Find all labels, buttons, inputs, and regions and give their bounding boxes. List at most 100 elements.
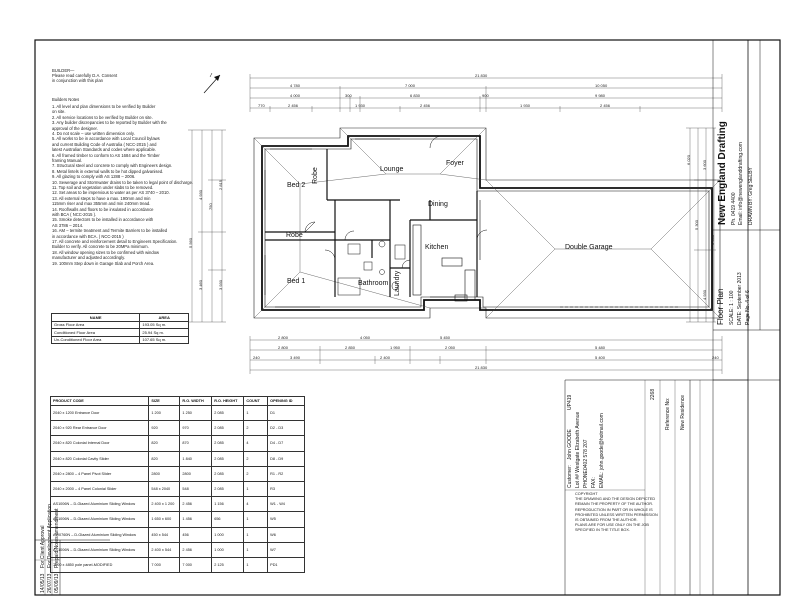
sheet-title: Floor Plan: [716, 288, 725, 325]
dim-top: 1 930: [520, 103, 531, 108]
schedule-cell: 1: [243, 541, 269, 558]
schedule-cell: 548: [179, 480, 213, 498]
dim-top-overall: 21 830: [475, 73, 488, 78]
dim-top: 4 780: [290, 83, 301, 88]
dimension-lines-bottom: [249, 336, 723, 374]
dim-bottom: 240: [712, 355, 719, 360]
builders-note-line: 16. AM – termite treatment and Termite B…: [52, 228, 168, 234]
customer-name: John GOODE: [567, 429, 573, 460]
builders-note-line: AS 3786 – 2014.: [52, 222, 84, 228]
dim-left: 4 930: [198, 189, 203, 200]
dim-left: 3 460: [198, 279, 203, 290]
opening-schedule: PRODUCT CODE SIZE R.O. WIDTH R.O. HEIGHT…: [49, 396, 305, 574]
schedule-cell: D4 - D7: [267, 435, 305, 452]
schedule-cell: 2040 x 820 Colonial Internal Door: [49, 435, 150, 452]
room-label-foyer: Foyer: [446, 160, 464, 167]
area-value: 193.05 Sq m.: [139, 320, 189, 329]
company-name: New England Drafting: [717, 121, 728, 225]
dim-right: 4 930: [702, 289, 707, 300]
customer-phone: 0402 578 207: [583, 439, 589, 470]
builders-note-line: 10. Sewerage and Stormwater drains to be…: [52, 179, 194, 185]
area-value: 25.94 Sq m.: [139, 328, 189, 337]
builders-note-line: 7. Structural steel and concrete to comp…: [52, 163, 173, 169]
schedule-header: COUNT: [243, 396, 269, 406]
schedule-cell: D8 - D9: [267, 450, 305, 467]
dim-bottom: 2 850: [345, 345, 356, 350]
schedule-cell: W6: [267, 526, 305, 543]
schedule-cell: 870: [179, 435, 213, 452]
dim-left: 750: [208, 203, 213, 210]
customer-email: john.goode@hotmail.com: [599, 413, 605, 470]
schedule-cell: D1: [267, 404, 305, 422]
schedule-cell: 2: [243, 420, 269, 437]
copyright-line: IS OBTAINED FROM THE AUTHOR.: [575, 518, 638, 522]
builders-note-line: approval of the designer.: [52, 125, 98, 131]
dim-bottom: 4 050: [360, 335, 371, 340]
room-label-laundry: Laundry: [394, 270, 401, 296]
revision-desc: Prepaid Notes amendment: [54, 508, 60, 568]
copyright-line: PLANS ARE FOR USE ONLY ON THE JOB: [575, 523, 649, 528]
schedule-row: AW0760N – D-Glazed Aluminium Sliding Win…: [49, 526, 305, 543]
schedule-cell: 2 125: [211, 556, 245, 574]
dim-bottom: 5 480: [595, 345, 606, 350]
dim-top: 2 456: [600, 103, 611, 108]
schedule-cell: 1 000: [211, 541, 245, 558]
schedule-cell: 548 x 2040: [148, 480, 181, 498]
sheet-frame: [34, 39, 781, 596]
schedule-cell: PD1: [267, 556, 305, 574]
customer-address: Lot ## Westgate Elizabeth Avenue: [575, 411, 581, 488]
area-value: 107.65 Sq m.: [139, 335, 189, 344]
schedule-cell: 2 400 x 1 200: [148, 496, 181, 513]
dim-top: 9 980: [595, 93, 606, 98]
windows: [261, 135, 481, 311]
copyright-line: REMAIN THE PROPERTY OF THE AUTHOR.: [575, 502, 653, 507]
title-date: DATE: September 2013: [737, 272, 743, 325]
schedule-cell: 2 085: [211, 480, 245, 498]
schedule-cell: 7 000: [179, 556, 213, 574]
dim-bottom-overall: 21 830: [475, 365, 488, 370]
schedule-cell: 1 250: [179, 404, 213, 422]
dim-bottom: 1 950: [390, 345, 401, 350]
dim-bottom: 240: [253, 355, 260, 360]
room-label-double-garage: Double Garage: [565, 244, 613, 251]
schedule-cell: W5: [267, 511, 305, 528]
schedule-cell: 820: [148, 450, 181, 467]
builders-note-line: 15. Smoke detectors to be installed in a…: [52, 217, 154, 223]
schedule-cell: 1 456: [179, 511, 213, 528]
schedule-cell: 1 156: [211, 496, 245, 513]
builders-note-line: 3. Any builder discrepancies to be repor…: [52, 120, 167, 126]
dim-right: 6 020: [686, 154, 691, 165]
revision-desc: For Client Approval: [40, 525, 46, 568]
schedule-cell: 1 840: [179, 450, 213, 467]
schedule-cell: 4: [243, 435, 269, 452]
schedule-cell: 2 085: [211, 465, 245, 482]
schedule-cell: 7000 x 4850 pole panel-MODIFIED: [49, 556, 150, 574]
room-label-kitchen: Kitchen: [425, 244, 449, 251]
dimension-lines-top: [249, 74, 723, 112]
builder-note-line: Please read carefully D.A. Consent: [52, 73, 118, 78]
schedule-cell: 2800: [148, 465, 181, 482]
dim-bottom: 2 050: [445, 345, 456, 350]
builders-note-line: 14. Roof/walls and floors to be insulate…: [52, 206, 154, 212]
builders-note-line: latest Australian Standards and codes wh…: [52, 147, 157, 153]
dim-bottom: 5 450: [440, 335, 451, 340]
schedule-cell: 2040 x 2800 – 4 Panel Pivot Slider: [49, 465, 150, 482]
room-label-bed2: Bed 2: [287, 182, 306, 189]
dim-bottom: 5 400: [595, 355, 606, 360]
builder-note-title: BUILDER—: [52, 68, 75, 73]
revision-date: 14/05/13: [40, 573, 46, 593]
schedule-cell: 2 085: [211, 450, 245, 467]
builders-note-line: 13. All external steps to have a max. 19…: [52, 195, 151, 201]
schedule-header: R.O. HEIGHT: [211, 396, 245, 406]
revision-date: 26/07/13: [47, 573, 53, 593]
drawn-by: DRAWN BY: Greg SELBY: [748, 167, 754, 225]
revision-date: 05/09/13: [54, 573, 60, 593]
schedule-header: PRODUCT CODE: [49, 396, 150, 406]
dim-bottom: 2 400: [380, 355, 391, 360]
